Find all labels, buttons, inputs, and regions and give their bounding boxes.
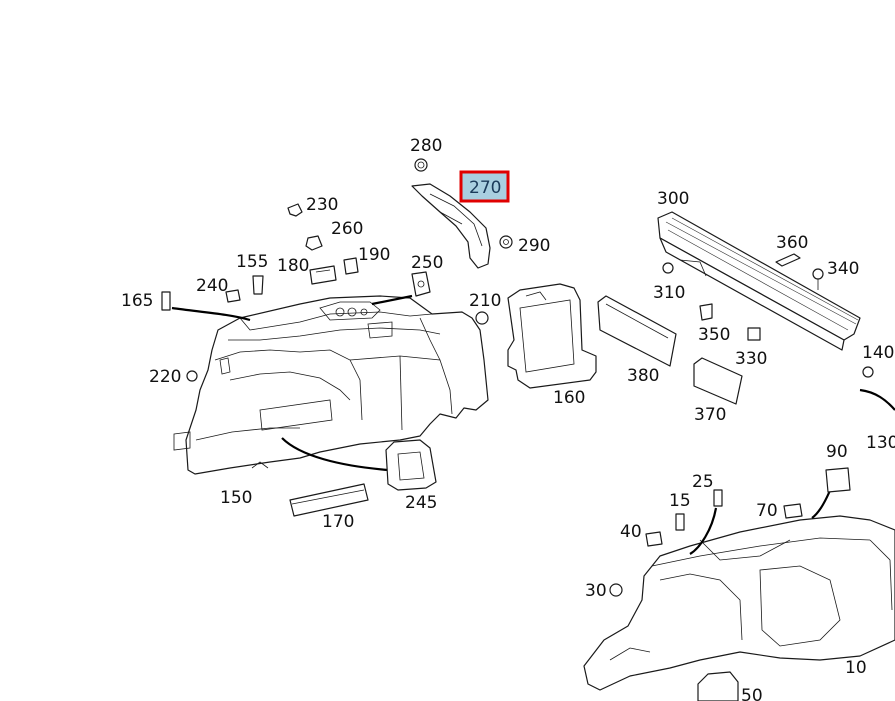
part-label-290[interactable]: 290 xyxy=(518,236,550,256)
selected-part-highlight xyxy=(459,170,510,203)
clip-210[interactable] xyxy=(475,311,489,325)
part-label-30[interactable]: 30 xyxy=(585,581,607,601)
leader-130 xyxy=(859,388,895,411)
clip-280[interactable] xyxy=(414,158,428,172)
part-label-280[interactable]: 280 xyxy=(410,136,442,156)
part-label-150[interactable]: 150 xyxy=(220,488,252,508)
part-label-370[interactable]: 370 xyxy=(694,405,726,425)
panel-160[interactable] xyxy=(507,283,597,389)
part-label-350[interactable]: 350 xyxy=(698,325,730,345)
part-label-360[interactable]: 360 xyxy=(776,233,808,253)
part-label-190[interactable]: 190 xyxy=(358,245,390,265)
part-label-130[interactable]: 130 xyxy=(866,433,895,453)
clip-230[interactable] xyxy=(287,203,303,217)
part-label-300[interactable]: 300 xyxy=(657,189,689,209)
part-label-90[interactable]: 90 xyxy=(826,442,848,462)
part-label-10[interactable]: 10 xyxy=(845,658,867,678)
part-label-70[interactable]: 70 xyxy=(756,501,778,521)
clip-290[interactable] xyxy=(499,235,513,249)
part-label-155[interactable]: 155 xyxy=(236,252,268,272)
clip-40[interactable] xyxy=(645,531,663,547)
trim-380[interactable] xyxy=(597,295,677,367)
part-label-50[interactable]: 50 xyxy=(741,686,763,701)
trunk-trim-10[interactable] xyxy=(583,515,895,691)
leader-165 xyxy=(171,306,251,322)
bolt-15[interactable] xyxy=(675,513,685,531)
switch-180[interactable] xyxy=(309,265,337,285)
clip-30[interactable] xyxy=(609,583,623,597)
bracket-270[interactable] xyxy=(411,183,491,269)
leader-245 xyxy=(281,437,389,472)
part-label-380[interactable]: 380 xyxy=(627,366,659,386)
part-label-270[interactable]: 270 xyxy=(469,178,501,198)
clip-260[interactable] xyxy=(305,235,323,251)
clip-70[interactable] xyxy=(783,503,803,519)
trim-370[interactable] xyxy=(693,357,743,405)
switch-190[interactable] xyxy=(343,257,359,275)
part-label-240[interactable]: 240 xyxy=(196,276,228,296)
part-label-220[interactable]: 220 xyxy=(149,367,181,387)
socket-250[interactable] xyxy=(411,271,431,297)
part-label-245[interactable]: 245 xyxy=(405,493,437,513)
part-50[interactable] xyxy=(697,671,739,701)
bolt-25[interactable] xyxy=(713,489,723,507)
clip-310[interactable] xyxy=(662,262,674,274)
part-label-165[interactable]: 165 xyxy=(121,291,153,311)
clip-220[interactable] xyxy=(186,370,198,382)
part-label-160[interactable]: 160 xyxy=(553,388,585,408)
part-label-260[interactable]: 260 xyxy=(331,219,363,239)
part-label-210[interactable]: 210 xyxy=(469,291,501,311)
part-label-330[interactable]: 330 xyxy=(735,349,767,369)
part-label-250[interactable]: 250 xyxy=(411,253,443,273)
bolt-165[interactable] xyxy=(161,291,171,311)
part-label-180[interactable]: 180 xyxy=(277,256,309,276)
socket-90[interactable] xyxy=(825,467,851,493)
strip-170[interactable] xyxy=(289,483,369,517)
bracket-245[interactable] xyxy=(385,439,437,491)
side-trim-panel-150[interactable] xyxy=(173,295,489,475)
bolt-155[interactable] xyxy=(252,275,264,295)
part-label-340[interactable]: 340 xyxy=(827,259,859,279)
leader-25 xyxy=(689,507,718,555)
part-label-25[interactable]: 25 xyxy=(692,472,714,492)
part-label-170[interactable]: 170 xyxy=(322,512,354,532)
sill-trim-300[interactable] xyxy=(657,211,861,351)
clip-360[interactable] xyxy=(775,253,801,267)
part-label-40[interactable]: 40 xyxy=(620,522,642,542)
bolt-340[interactable] xyxy=(812,268,824,290)
part-label-15[interactable]: 15 xyxy=(669,491,691,511)
part-label-310[interactable]: 310 xyxy=(653,283,685,303)
part-label-230[interactable]: 230 xyxy=(306,195,338,215)
clip-240[interactable] xyxy=(225,289,241,303)
clip-330[interactable] xyxy=(747,327,761,341)
part-140[interactable] xyxy=(862,366,874,378)
part-label-140[interactable]: 140 xyxy=(862,343,894,363)
leader-250 xyxy=(371,294,413,306)
clip-350[interactable] xyxy=(699,303,713,321)
